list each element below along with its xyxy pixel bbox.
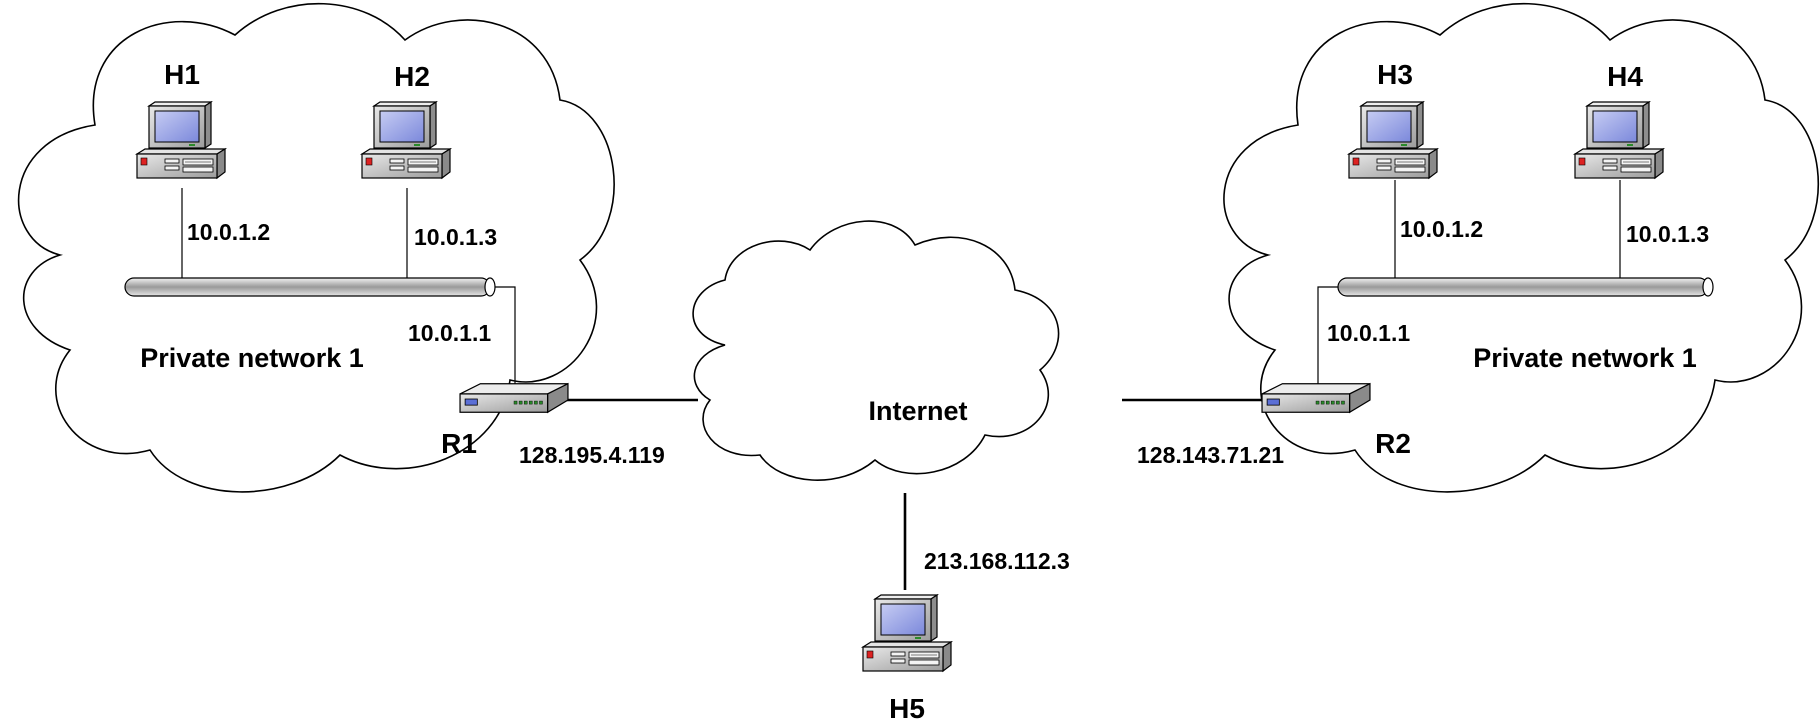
r2-wan-ip-label: 128.143.71.21 — [1137, 442, 1284, 468]
r2-router-icon — [1261, 383, 1371, 413]
h3-ip-label: 10.0.1.2 — [1400, 216, 1483, 242]
h3-label: H3 — [1377, 59, 1413, 90]
right-network-label: Private network 1 — [1473, 343, 1697, 373]
h5-desktop-computer-icon — [862, 594, 952, 672]
h4-label: H4 — [1607, 61, 1643, 92]
h5-label: H5 — [889, 693, 925, 724]
internet-cloud-icon — [692, 220, 1060, 481]
r1-wan-ip-label: 128.195.4.119 — [519, 442, 665, 468]
r1-lan-ip-label: 10.0.1.1 — [408, 320, 491, 346]
r2-label: R2 — [1375, 428, 1411, 459]
right-cloud-icon — [1223, 2, 1820, 493]
internet-label: Internet — [868, 396, 967, 426]
r1-router-icon — [459, 383, 569, 413]
r1-lan-link — [495, 286, 516, 392]
h2-ip-label: 10.0.1.3 — [414, 224, 497, 250]
h5-ip-label: 213.168.112.3 — [924, 548, 1070, 574]
h1-ip-label: 10.0.1.2 — [187, 219, 270, 245]
right-ethernet-bus-icon — [1337, 277, 1714, 297]
h4-ip-label: 10.0.1.3 — [1626, 221, 1709, 247]
h1-label: H1 — [164, 59, 200, 90]
left-cloud-icon — [18, 2, 615, 493]
h2-label: H2 — [394, 61, 430, 92]
left-network-label: Private network 1 — [140, 343, 364, 373]
r2-lan-link — [1317, 286, 1342, 392]
r1-label: R1 — [441, 428, 477, 459]
r2-lan-ip-label: 10.0.1.1 — [1327, 320, 1410, 346]
left-ethernet-bus-icon — [124, 277, 496, 297]
